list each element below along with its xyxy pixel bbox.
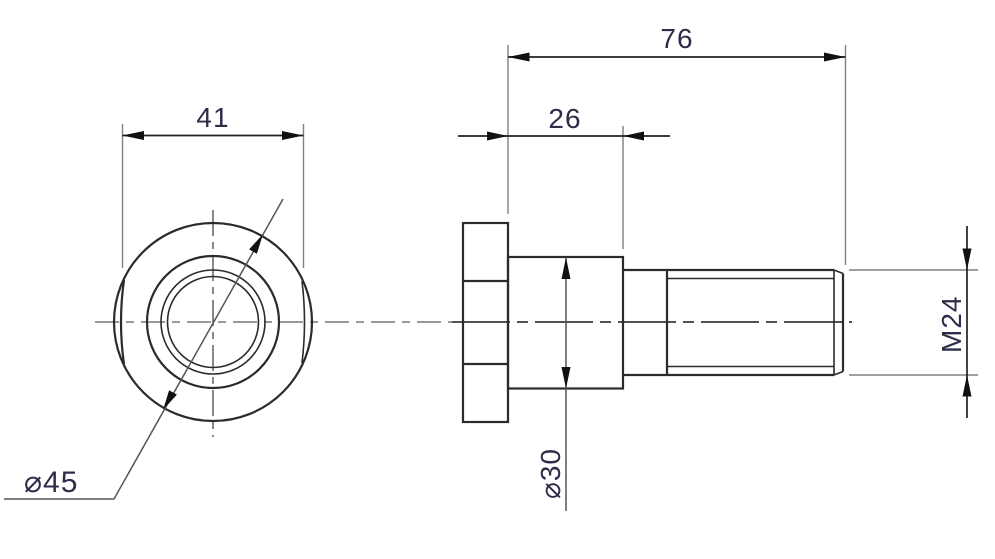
dim-m24-label: M24 (936, 296, 967, 353)
arrowhead-bottom (561, 367, 571, 389)
arrowhead-left (508, 52, 530, 62)
dimension-76: 76 (507, 23, 847, 265)
chamfer-diagonal-bottom (833, 370, 844, 376)
hex-flat-arc-right (301, 280, 306, 364)
arrowhead-right (623, 131, 644, 141)
dimension-26: 26 (458, 103, 670, 249)
arrowhead-left (122, 131, 144, 140)
arrowhead-right (282, 131, 304, 140)
thread-minor-circle (166, 275, 260, 369)
leader-line (4, 198, 284, 500)
hex-flat-arc-left (119, 279, 126, 365)
dimension-m24: M24 (849, 226, 978, 418)
shoulder-circle (145, 254, 281, 390)
head-outer-circle (112, 221, 314, 423)
dim-41-label: 41 (196, 102, 229, 133)
arrowhead-upper (249, 234, 263, 254)
arrowhead-top (561, 257, 571, 279)
dimension-dia45: ⌀45 (4, 198, 284, 500)
chamfer-diagonal-top (833, 269, 844, 275)
dim-26-label: 26 (548, 103, 581, 134)
side-view (452, 221, 852, 424)
dim-76-label: 76 (660, 23, 693, 54)
dim-dia45-label: ⌀45 (24, 466, 78, 499)
dimension-41: 41 (121, 102, 305, 268)
arrowhead-right (824, 52, 846, 62)
arrowhead-top (962, 248, 972, 270)
arrowhead-lower (163, 390, 177, 410)
dimension-dia30: ⌀30 (535, 257, 571, 511)
arrowhead-bottom (962, 375, 972, 397)
arrowhead-left (487, 131, 508, 141)
dim-dia30-label: ⌀30 (535, 448, 566, 499)
front-view (95, 210, 452, 437)
thread-major-circle (160, 269, 266, 375)
